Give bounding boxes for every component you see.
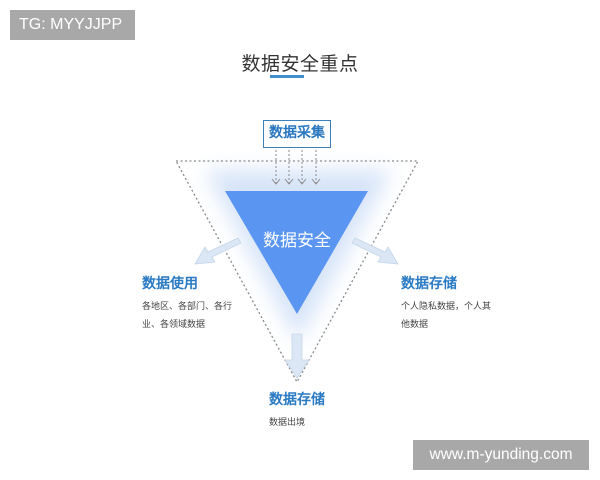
title-underline xyxy=(270,75,304,78)
core-triangle xyxy=(225,191,368,314)
arrow-down-icon xyxy=(297,150,307,185)
left-node-description: 各地区、各部门、各行业、各领域数据 xyxy=(142,302,233,330)
arrow-down-left-icon xyxy=(194,237,242,265)
bottom-node-title: 数据存储 xyxy=(269,392,325,408)
arrow-down-icon xyxy=(284,150,294,185)
arrow-down-right-icon xyxy=(351,237,399,265)
right-node-description: 个人隐私数据，个人其他数据 xyxy=(401,302,492,330)
core-label: 数据安全 xyxy=(263,231,331,251)
bottom-node-description: 数据出境 xyxy=(269,418,306,428)
arrow-down-large-icon xyxy=(284,333,310,379)
data-collection-box: 数据采集 xyxy=(263,120,331,148)
right-node-title: 数据存储 xyxy=(401,276,457,292)
watermark-top: TG: MYYJJPP xyxy=(10,10,135,40)
watermark-bottom: www.m-yunding.com xyxy=(413,440,589,470)
arrow-down-icon xyxy=(271,150,281,185)
input-arrows xyxy=(271,150,321,185)
left-node-title: 数据使用 xyxy=(142,276,198,292)
page-title: 数据安全重点 xyxy=(241,53,359,75)
arrow-down-icon xyxy=(311,150,321,185)
